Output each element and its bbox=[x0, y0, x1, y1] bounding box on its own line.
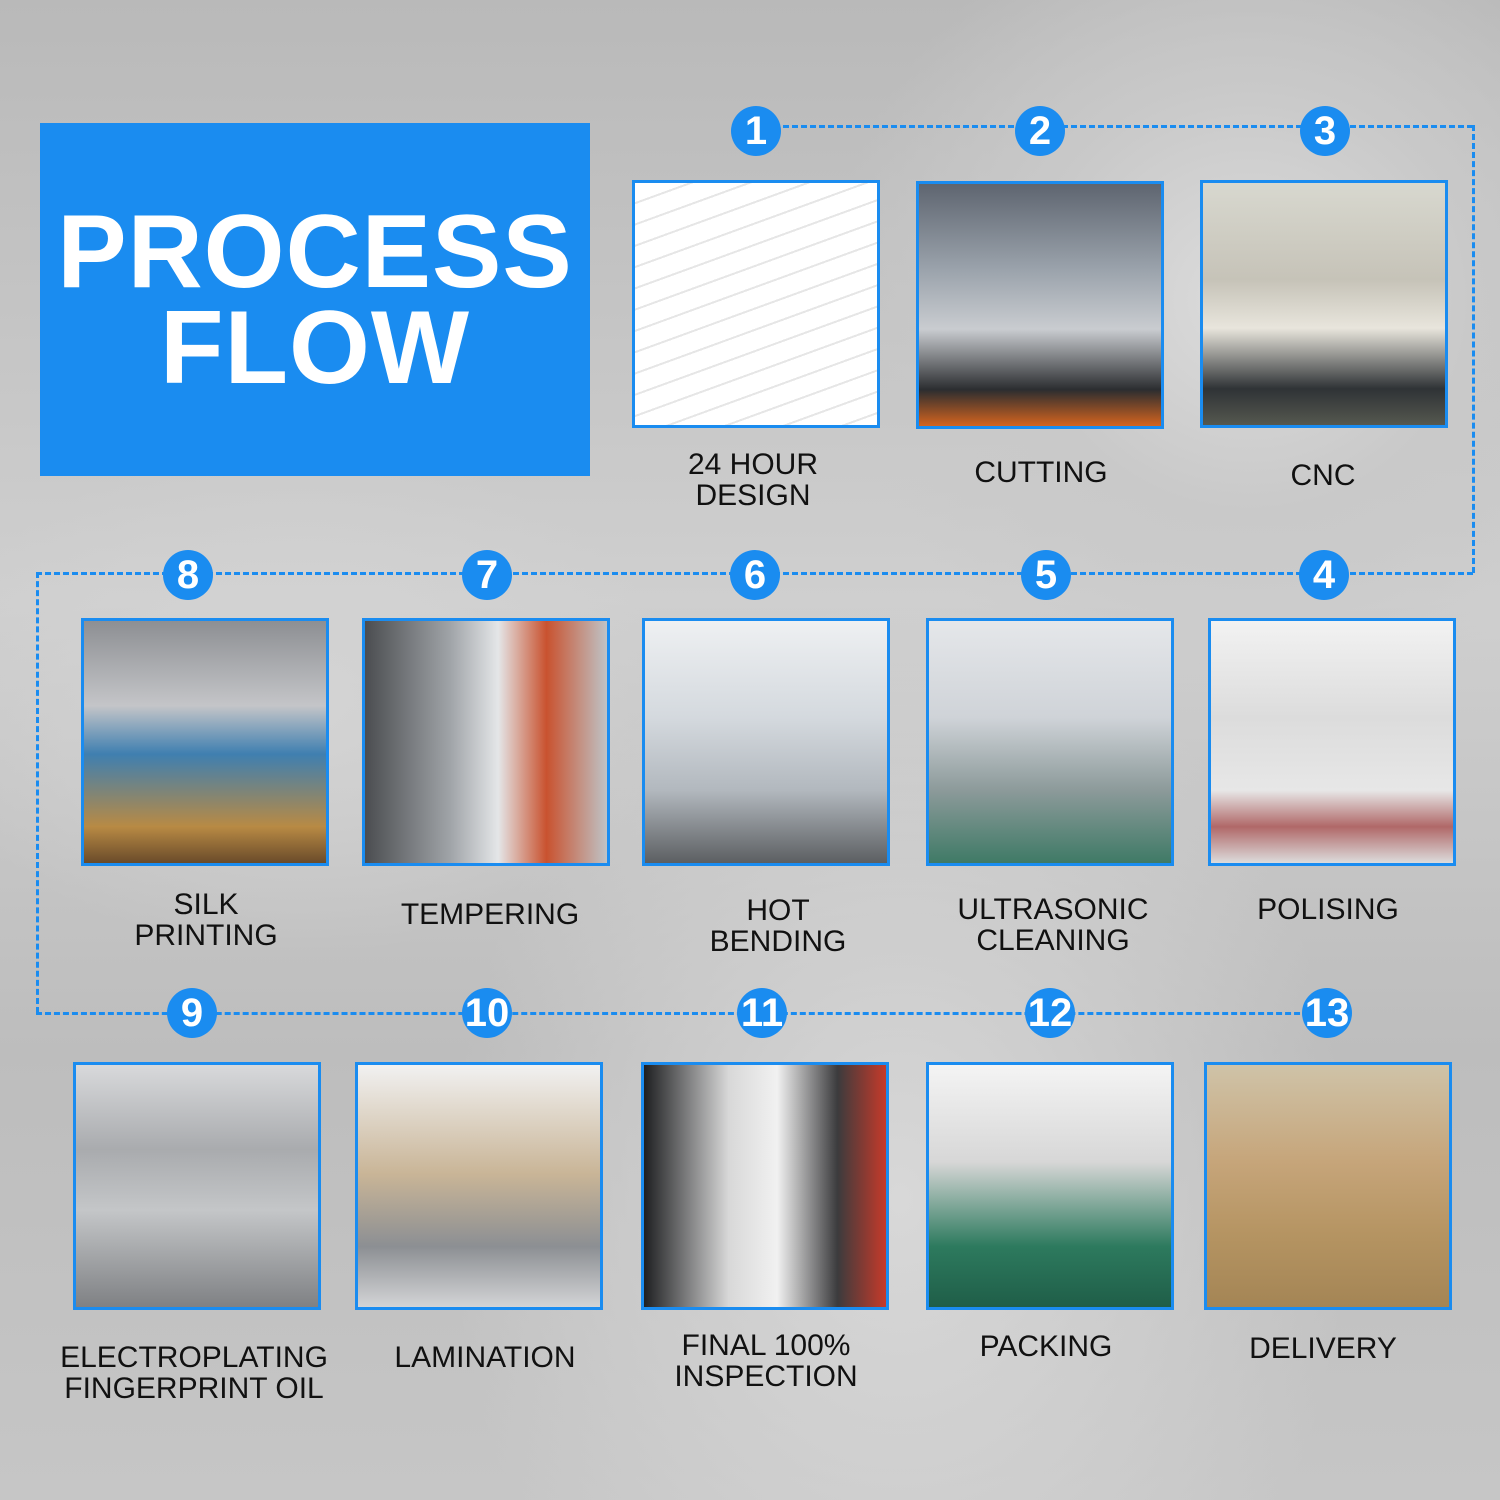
step-label: TEMPERING bbox=[400, 898, 580, 931]
step-number-badge: 1 bbox=[731, 106, 781, 156]
cutting-photo bbox=[916, 181, 1164, 429]
delivery-photo bbox=[1204, 1062, 1452, 1310]
step-label: DELIVERY bbox=[1249, 1332, 1397, 1365]
step-label: POLISING bbox=[1257, 893, 1399, 926]
packing-photo bbox=[926, 1062, 1174, 1310]
electroplating-photo bbox=[73, 1062, 321, 1310]
ultrasonic-cleaning-photo bbox=[926, 618, 1174, 866]
hot-bending-photo bbox=[642, 618, 890, 866]
cnc-photo bbox=[1200, 180, 1448, 428]
connector-row-1 bbox=[756, 125, 1473, 128]
inspection-photo bbox=[641, 1062, 889, 1310]
connector-right bbox=[1472, 125, 1475, 573]
step-label: CNC bbox=[1290, 459, 1356, 492]
connector-row-3 bbox=[36, 1012, 1327, 1015]
step-number-badge: 12 bbox=[1025, 988, 1075, 1038]
step-label: FINAL 100%INSPECTION bbox=[674, 1329, 858, 1393]
step-number-badge: 3 bbox=[1300, 106, 1350, 156]
polishing-photo bbox=[1208, 618, 1456, 866]
step-label: PACKING bbox=[979, 1330, 1113, 1363]
lamination-photo bbox=[355, 1062, 603, 1310]
step-label: LAMINATION bbox=[394, 1341, 576, 1374]
step-number-badge: 2 bbox=[1015, 106, 1065, 156]
step-number-badge: 11 bbox=[737, 988, 787, 1038]
title-banner: PROCESS FLOW bbox=[40, 123, 590, 476]
step-label: CUTTING bbox=[974, 456, 1108, 489]
step-number-badge: 10 bbox=[462, 988, 512, 1038]
title-line-2: FLOW bbox=[159, 289, 471, 406]
step-number-badge: 7 bbox=[462, 550, 512, 600]
step-number-badge: 8 bbox=[163, 550, 213, 600]
design-drawing-photo bbox=[632, 180, 880, 428]
step-number-badge: 9 bbox=[167, 988, 217, 1038]
step-number-badge: 4 bbox=[1299, 550, 1349, 600]
title-line-1: PROCESS bbox=[57, 193, 573, 310]
tempering-photo bbox=[362, 618, 610, 866]
connector-left bbox=[36, 572, 39, 1013]
step-number-badge: 5 bbox=[1021, 550, 1071, 600]
step-number-badge: 6 bbox=[730, 550, 780, 600]
silk-printing-photo bbox=[81, 618, 329, 866]
step-number-badge: 13 bbox=[1302, 988, 1352, 1038]
